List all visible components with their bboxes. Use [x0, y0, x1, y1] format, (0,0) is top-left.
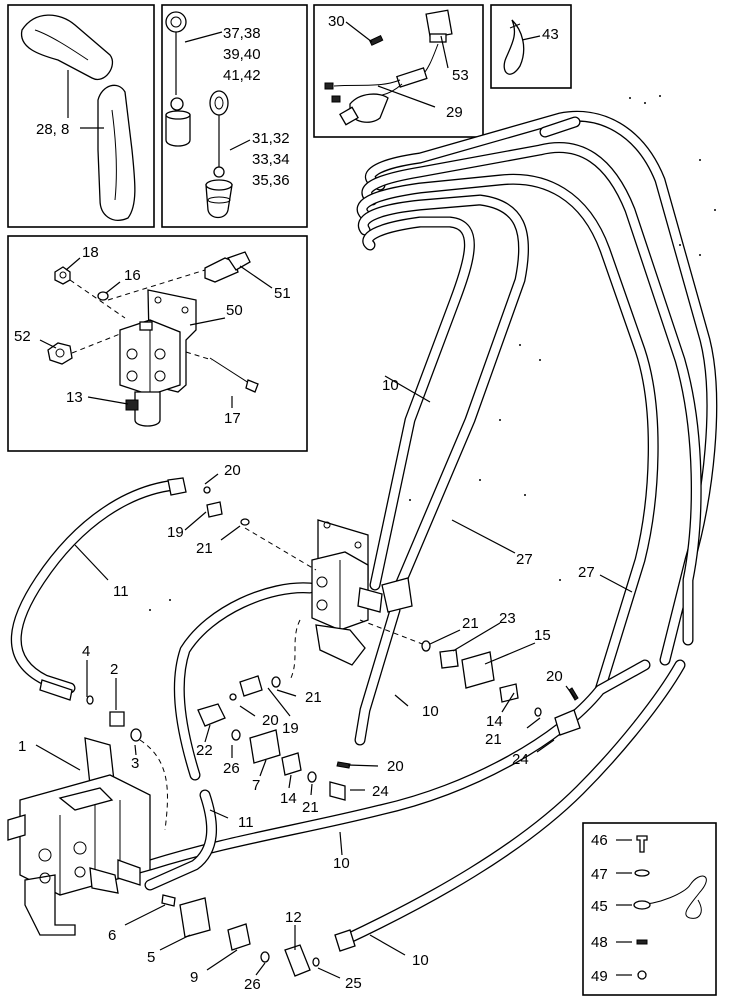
callout-6: 6 — [108, 927, 116, 944]
callout-21e: 21 — [302, 799, 319, 816]
background-speckle — [149, 95, 716, 611]
callout-45: 45 — [591, 898, 608, 915]
callout-15: 15 — [534, 627, 551, 644]
callout-50: 50 — [226, 302, 243, 319]
callout-21d: 21 — [485, 731, 502, 748]
callout-11a: 11 — [113, 583, 129, 600]
callout-27a: 27 — [516, 551, 533, 568]
callout-19b: 19 — [282, 720, 299, 737]
callout-4: 4 — [82, 643, 90, 660]
callout-2: 2 — [110, 661, 118, 678]
callout-33-34: 33,34 — [252, 151, 290, 168]
callout-23: 23 — [499, 610, 516, 627]
callout-1: 1 — [18, 738, 26, 755]
callout-51: 51 — [274, 285, 291, 302]
center-valve-assembly — [244, 519, 426, 681]
callout-19a: 19 — [167, 524, 184, 541]
inset-switch-harness — [313, 4, 484, 138]
callout-24a: 24 — [512, 751, 529, 768]
callout-29: 29 — [446, 104, 463, 121]
callout-3: 3 — [131, 755, 139, 772]
callout-10a: 10 — [382, 377, 399, 394]
callout-14a: 14 — [486, 713, 503, 730]
callout-31-32: 31,32 — [252, 130, 290, 147]
callout-47: 47 — [591, 866, 608, 883]
callout-20b: 20 — [546, 668, 563, 685]
callout-30: 30 — [328, 13, 345, 30]
callout-labels: 28, 8 37,38 39,40 41,42 31,32 33,34 35,3… — [14, 13, 608, 993]
callout-11b: 11 — [238, 814, 254, 831]
callout-28-8: 28, 8 — [36, 121, 69, 138]
callout-48: 48 — [591, 934, 608, 951]
callout-25: 25 — [345, 975, 362, 992]
inset-hose-sleeve — [7, 4, 155, 228]
callout-21c: 21 — [305, 689, 322, 706]
callout-52: 52 — [14, 328, 31, 345]
callout-9: 9 — [190, 969, 198, 986]
callout-17: 17 — [224, 410, 241, 427]
callout-43: 43 — [542, 26, 559, 43]
callout-53: 53 — [452, 67, 469, 84]
callout-27b: 27 — [578, 564, 595, 581]
leader-lines — [35, 375, 633, 979]
callout-18: 18 — [82, 244, 99, 261]
callout-37-38: 37,38 — [223, 25, 261, 42]
callout-21a: 21 — [196, 540, 213, 557]
callout-10d: 10 — [412, 952, 429, 969]
callout-5: 5 — [147, 949, 155, 966]
callout-24b: 24 — [372, 783, 389, 800]
callout-16: 16 — [124, 267, 141, 284]
inset-valve-mounting — [7, 235, 308, 452]
callout-35-36: 35,36 — [252, 172, 290, 189]
fittings — [39, 477, 581, 977]
inset-hardware-kit — [582, 822, 717, 996]
callout-14b: 14 — [280, 790, 297, 807]
callout-21b: 21 — [462, 615, 479, 632]
callout-26b: 26 — [244, 976, 261, 993]
callout-26a: 26 — [223, 760, 240, 777]
callout-39-40: 39,40 — [223, 46, 261, 63]
callout-41-42: 41,42 — [223, 67, 261, 84]
callout-12: 12 — [285, 909, 302, 926]
callout-20a: 20 — [224, 462, 241, 479]
hose-bundle-upper — [356, 110, 718, 696]
callout-10b: 10 — [422, 703, 439, 720]
inset-dust-caps — [161, 4, 308, 228]
callout-13: 13 — [66, 389, 83, 406]
hose-11-left — [10, 479, 316, 891]
callout-7: 7 — [252, 777, 260, 794]
callout-20c: 20 — [262, 712, 279, 729]
callout-20d: 20 — [387, 758, 404, 775]
callout-10c: 10 — [333, 855, 350, 872]
callout-22: 22 — [196, 742, 213, 759]
inset-hose-strap — [490, 4, 572, 89]
callout-46: 46 — [591, 832, 608, 849]
callout-49: 49 — [591, 968, 608, 985]
lower-valve-bank — [7, 737, 168, 936]
